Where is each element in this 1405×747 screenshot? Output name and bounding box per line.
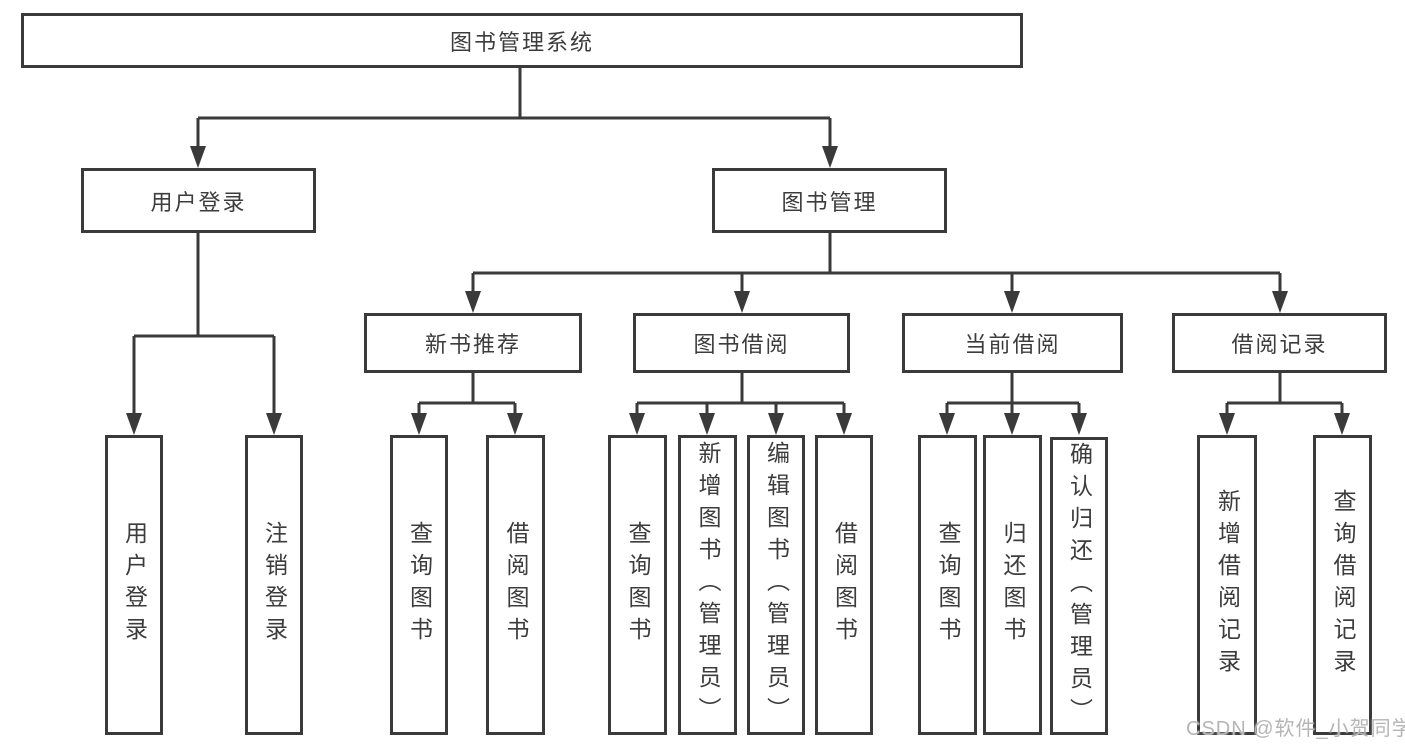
- arrowhead-icon: [1004, 413, 1020, 435]
- arrowhead-icon: [507, 413, 523, 435]
- node-leaf-query-books-borrow: 查询图书: [608, 435, 667, 735]
- arrowhead-icon: [939, 413, 955, 435]
- arrowhead-icon: [822, 146, 838, 168]
- node-leaf-borrow-books-recommend: 借阅图书: [486, 435, 545, 735]
- node-leaf-add-book-admin: 新增图书（管理员）: [678, 435, 737, 735]
- node-leaf-user-login: 用户登录: [105, 435, 163, 735]
- arrowhead-icon: [629, 413, 645, 435]
- node-book-borrow: 图书借阅: [633, 313, 850, 373]
- arrowhead-icon: [1334, 413, 1350, 435]
- node-leaf-query-books-recommend: 查询图书: [390, 435, 448, 735]
- node-library-system: 图书管理系统: [21, 13, 1023, 68]
- arrowhead-icon: [836, 413, 852, 435]
- node-current-borrow: 当前借阅: [902, 313, 1123, 373]
- arrowhead-icon: [1071, 413, 1087, 435]
- node-book-management: 图书管理: [712, 168, 947, 233]
- arrowhead-icon: [126, 413, 142, 435]
- arrowhead-icon: [768, 413, 784, 435]
- arrowhead-icon: [266, 413, 282, 435]
- node-leaf-edit-book-admin: 编辑图书（管理员）: [747, 435, 805, 735]
- node-leaf-logout: 注销登录: [245, 435, 303, 735]
- arrowhead-icon: [1219, 413, 1235, 435]
- arrowhead-icon: [190, 146, 206, 168]
- arrowhead-icon: [465, 291, 481, 313]
- node-new-book-recommend: 新书推荐: [364, 313, 582, 373]
- node-leaf-confirm-return-admin: 确认归还（管理员）: [1050, 437, 1108, 735]
- node-leaf-query-borrow-record: 查询借阅记录: [1313, 435, 1372, 735]
- node-borrow-records: 借阅记录: [1172, 313, 1387, 373]
- node-leaf-return-book: 归还图书: [983, 435, 1042, 735]
- node-leaf-add-borrow-record: 新增借阅记录: [1197, 435, 1257, 735]
- arrowhead-icon: [734, 291, 750, 313]
- node-user-login: 用户登录: [81, 168, 316, 233]
- arrowhead-icon: [411, 413, 427, 435]
- arrowhead-icon: [1004, 291, 1020, 313]
- arrowhead-icon: [1272, 291, 1288, 313]
- csdn-watermark: CSDN @软件_小贺同学: [1186, 718, 1405, 740]
- node-leaf-query-books-current: 查询图书: [918, 435, 977, 735]
- arrowhead-icon: [699, 413, 715, 435]
- node-leaf-borrow-books: 借阅图书: [815, 435, 873, 735]
